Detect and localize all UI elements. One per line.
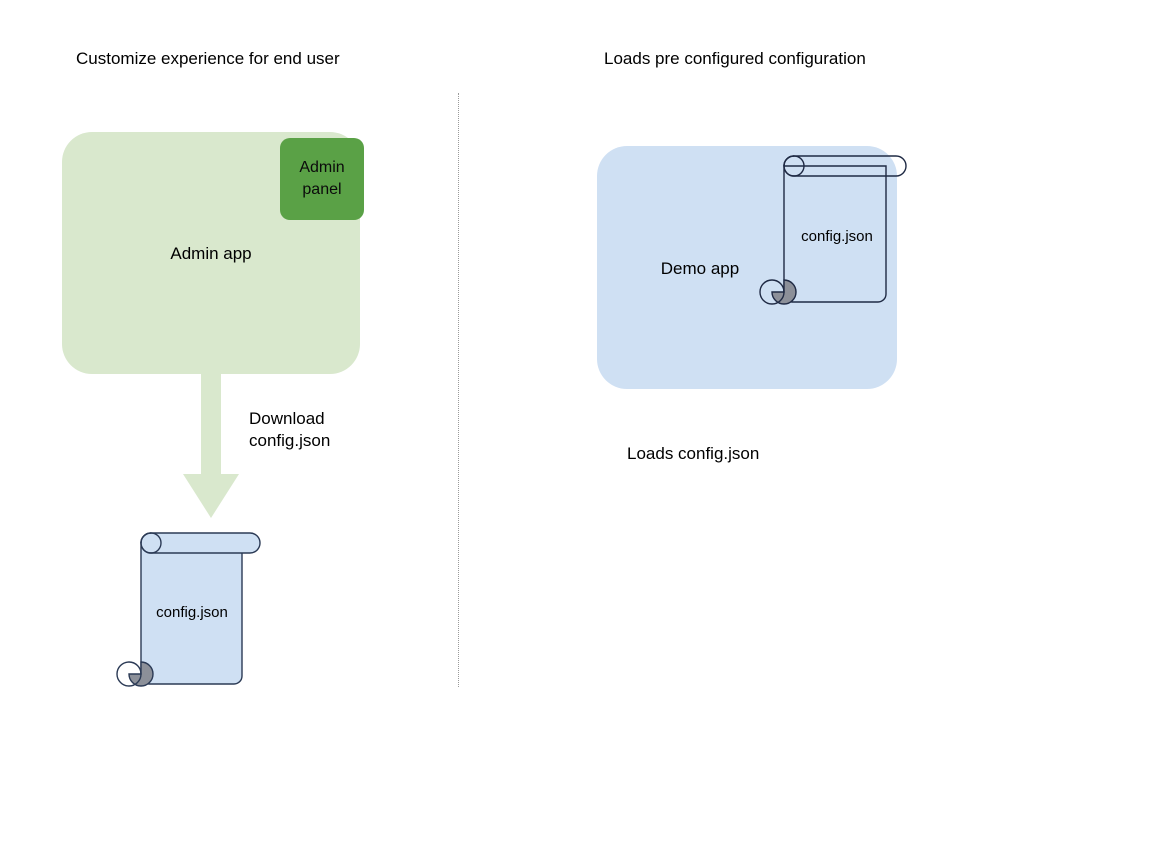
config-json-label-right: config.json (801, 228, 873, 245)
config-json-label-left: config.json (156, 604, 228, 621)
config-json-document-left[interactable] (116, 527, 270, 692)
download-arrow-icon (181, 366, 241, 526)
admin-panel-box[interactable]: Admin panel (280, 138, 364, 220)
demo-app-label: Demo app (660, 259, 740, 278)
right-section-title: Loads pre configured configuration (604, 49, 866, 68)
admin-app-container[interactable]: Admin app Admin panel (62, 132, 364, 374)
admin-panel-label: Admin panel (299, 159, 345, 198)
admin-app-label: Admin app (170, 244, 252, 263)
left-section-title: Customize experience for end user (76, 49, 340, 68)
download-arrow-label: Download config.json (249, 409, 331, 450)
demo-app-container[interactable]: Demo app (597, 146, 897, 389)
vertical-dotted-divider (458, 93, 459, 687)
config-json-document-right[interactable] (759, 151, 920, 316)
loads-config-caption: Loads config.json (627, 444, 760, 463)
